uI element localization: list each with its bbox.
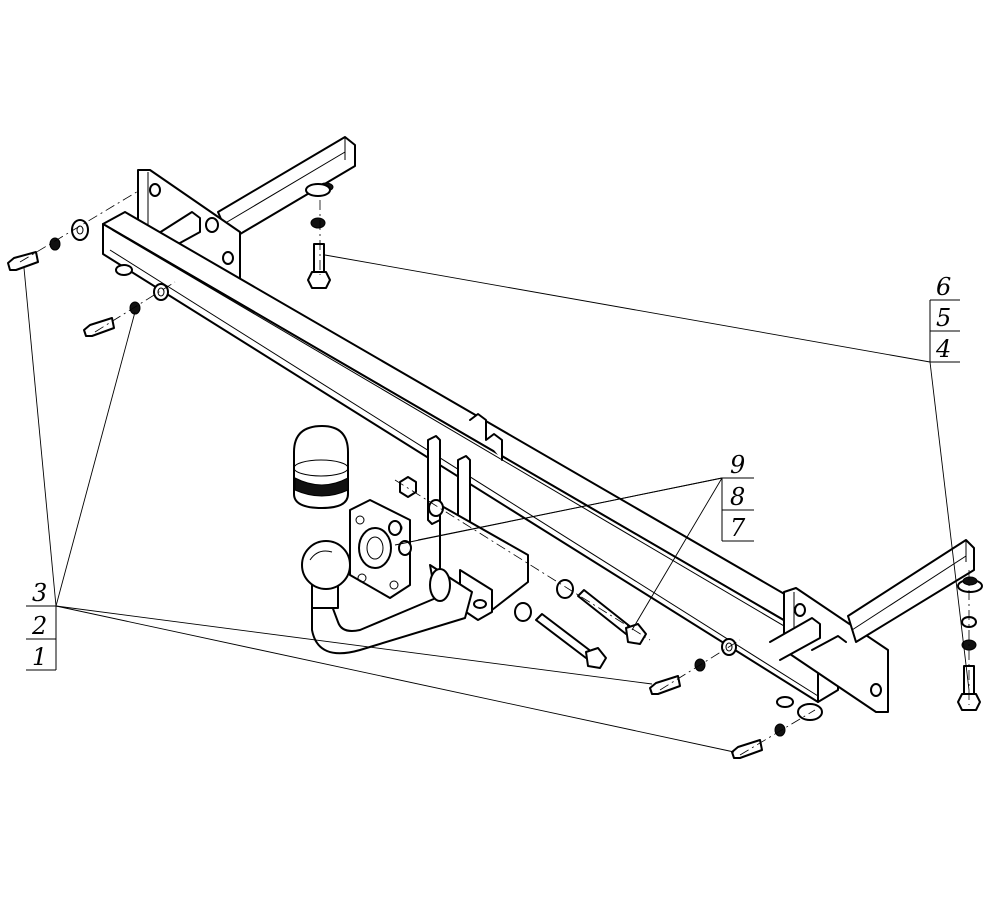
left-side-plate: [137, 169, 241, 286]
callout-2: 2: [31, 612, 47, 640]
callout-6: 6: [936, 273, 951, 301]
callout-group-left: 3 2 1: [26, 579, 57, 671]
callout-group-center: 9 8 7: [721, 451, 754, 542]
right-rail-bracket: [847, 539, 983, 643]
leader-lines: [23, 254, 970, 753]
callout-1: 1: [32, 643, 47, 671]
center-lines: [19, 189, 970, 756]
small-fasteners: [7, 219, 786, 759]
callout-7: 7: [730, 514, 746, 542]
callout-3: 3: [32, 579, 47, 607]
left-rail-bracket: [217, 136, 356, 241]
callout-group-right: 6 5 4: [929, 273, 960, 363]
callout-9: 9: [730, 451, 745, 479]
callout-4: 4: [935, 335, 951, 363]
tow-ball-neck: [301, 540, 473, 655]
right-side-plate: [769, 587, 889, 713]
long-bolts: [535, 589, 647, 669]
tow-plate-nuts: [388, 476, 574, 622]
ball-cover-cap: [293, 425, 349, 509]
callout-8: 8: [730, 483, 745, 511]
callout-5: 5: [936, 304, 951, 332]
